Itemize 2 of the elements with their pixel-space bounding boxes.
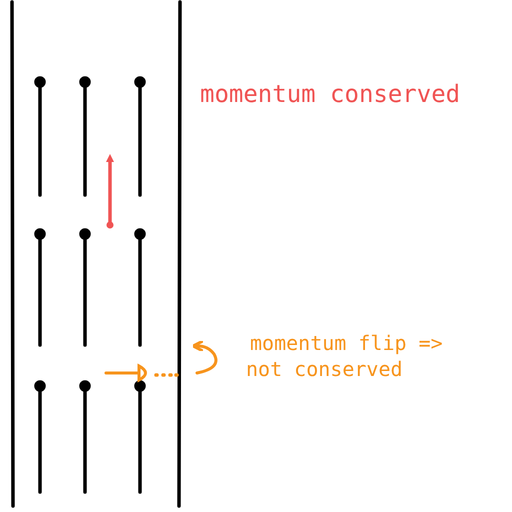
annotation-text: momentum flip => not conserved — [245, 330, 444, 382]
annotation-text: momentum conserved — [200, 80, 460, 108]
